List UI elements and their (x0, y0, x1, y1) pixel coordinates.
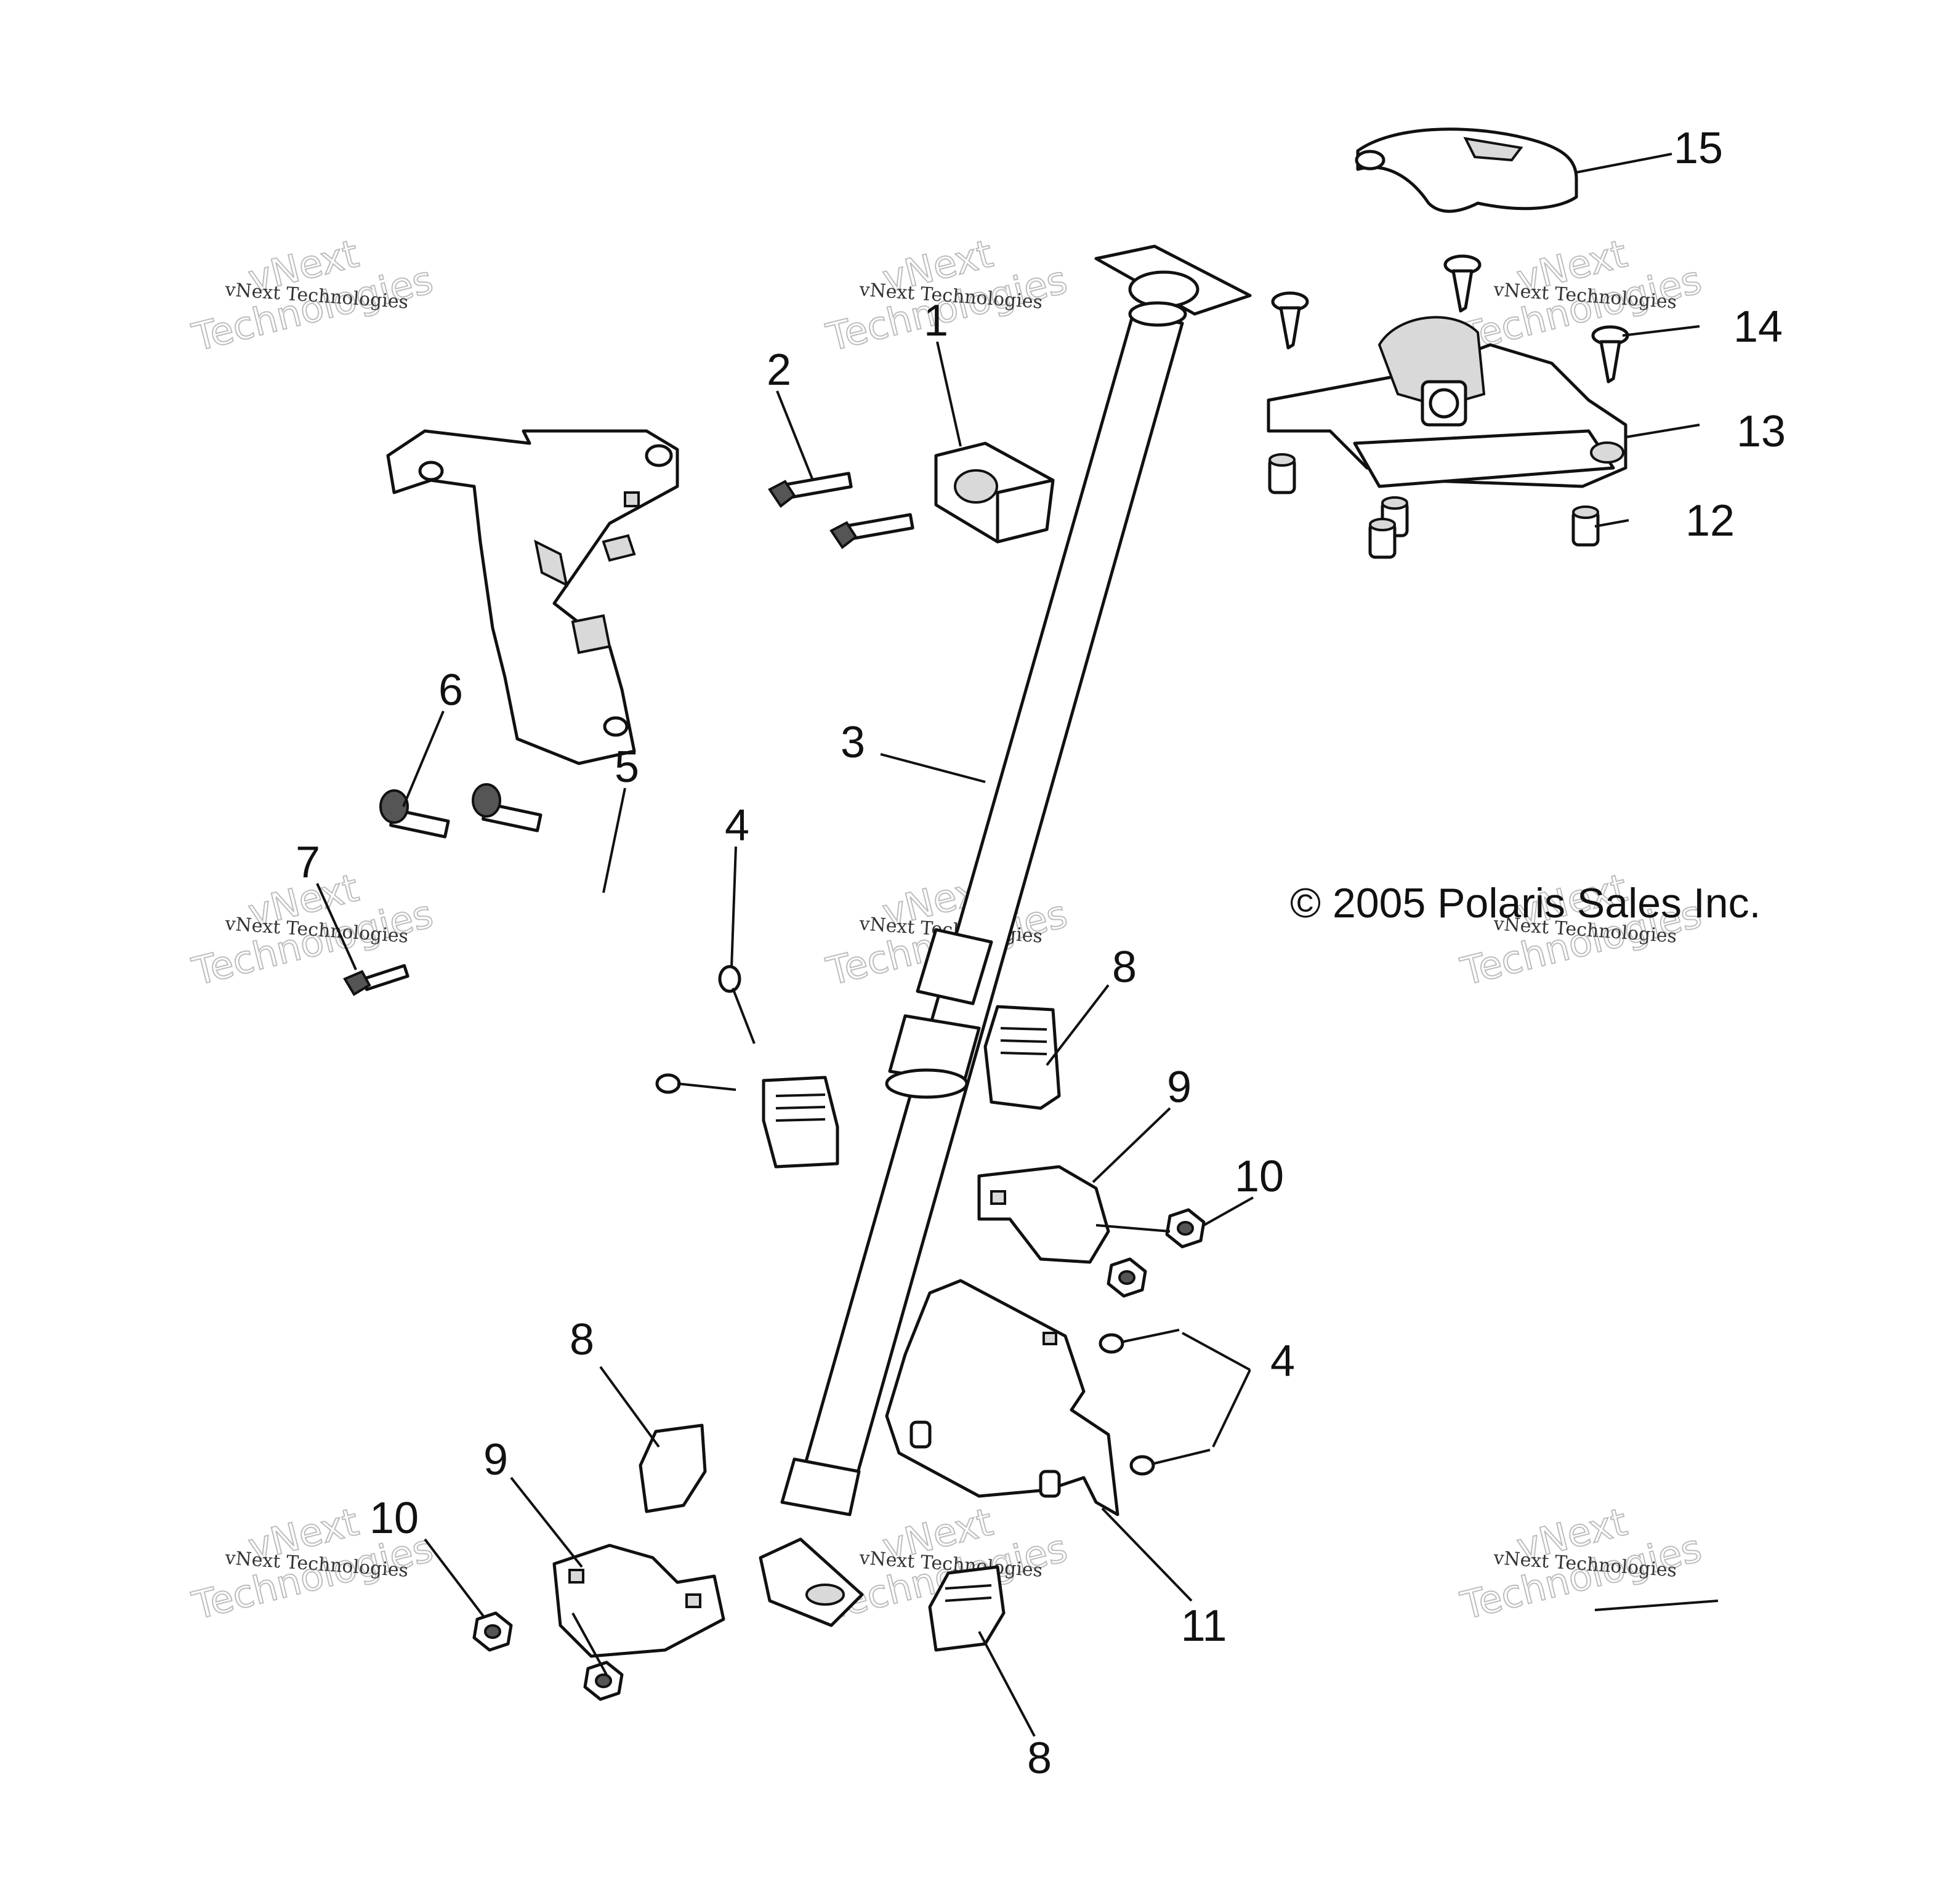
bolt-6-b (472, 783, 542, 832)
callout-10-right: 10 (1235, 1152, 1284, 1201)
callout-8-upper-right: 8 (1112, 943, 1137, 992)
screw-2 (1443, 254, 1482, 313)
rivet-4-upper (718, 965, 756, 1044)
nut-10-left-b (583, 1661, 624, 1701)
callout-2: 2 (767, 345, 791, 395)
screw-1 (1271, 291, 1309, 350)
clamp-9-right (977, 1165, 1110, 1264)
lower-mounting-bracket (885, 1279, 1119, 1516)
nut-10-right-b (1107, 1257, 1147, 1298)
bolt-long-lower (829, 513, 914, 549)
nut-10-right-a (1165, 1208, 1206, 1249)
callout-13: 13 (1736, 407, 1786, 456)
rivet-4-right-lower (1129, 1449, 1211, 1476)
bolt-long-upper (768, 472, 853, 508)
callouts: 1 2 3 4 4 5 6 7 8 8 8 9 9 10 10 11 12 13… (296, 124, 1786, 1783)
callout-9-left: 9 (483, 1435, 508, 1484)
handlebar-mount (1267, 316, 1627, 488)
nut-12-a (1268, 453, 1296, 494)
rivet-4-left (655, 1073, 736, 1094)
callout-3: 3 (841, 718, 865, 767)
clamp-block (934, 441, 1055, 544)
callout-5: 5 (615, 743, 639, 792)
callout-6: 6 (438, 666, 463, 715)
callout-4-right: 4 (1270, 1337, 1295, 1386)
callout-12: 12 (1685, 496, 1735, 545)
leader-lines (316, 153, 1719, 1737)
bolt-7 (343, 964, 409, 996)
bushing-8-upper-right (983, 1005, 1061, 1110)
callout-14: 14 (1733, 302, 1783, 352)
nut-12-c (1368, 518, 1397, 559)
callout-4-upper: 4 (725, 801, 749, 850)
callout-11: 11 (1181, 1601, 1227, 1651)
callout-9-right: 9 (1167, 1063, 1192, 1112)
callout-15: 15 (1674, 124, 1723, 173)
watermark-top-left: vNext Technologies vNext Technologies (187, 230, 438, 361)
watermark-top-right: vNext Technologies vNext Technologies (1456, 230, 1706, 361)
steering-column-tube (759, 244, 1252, 1627)
watermark-bottom-right: vNext Technologies vNext Technologies (1456, 1499, 1706, 1629)
callout-8-mid-left: 8 (570, 1315, 594, 1364)
screw-3 (1591, 325, 1629, 384)
rivet-4-right-upper (1099, 1329, 1180, 1354)
upper-mounting-bracket (386, 429, 679, 765)
callout-10-left: 10 (369, 1494, 419, 1543)
callout-7: 7 (296, 838, 320, 887)
bushing-8-mid-left (639, 1423, 707, 1513)
nut-10-left-a (472, 1611, 513, 1652)
bolt-6-a (379, 789, 450, 839)
callout-8-bottom: 8 (1027, 1734, 1052, 1783)
bushing-8-left (762, 1076, 839, 1169)
clamp-9-left (552, 1544, 725, 1658)
top-cover (1355, 127, 1578, 213)
callout-1: 1 (924, 296, 948, 345)
copyright-notice: © 2005 Polaris Sales Inc. (1290, 880, 1761, 927)
nut-12-d (1571, 505, 1600, 547)
